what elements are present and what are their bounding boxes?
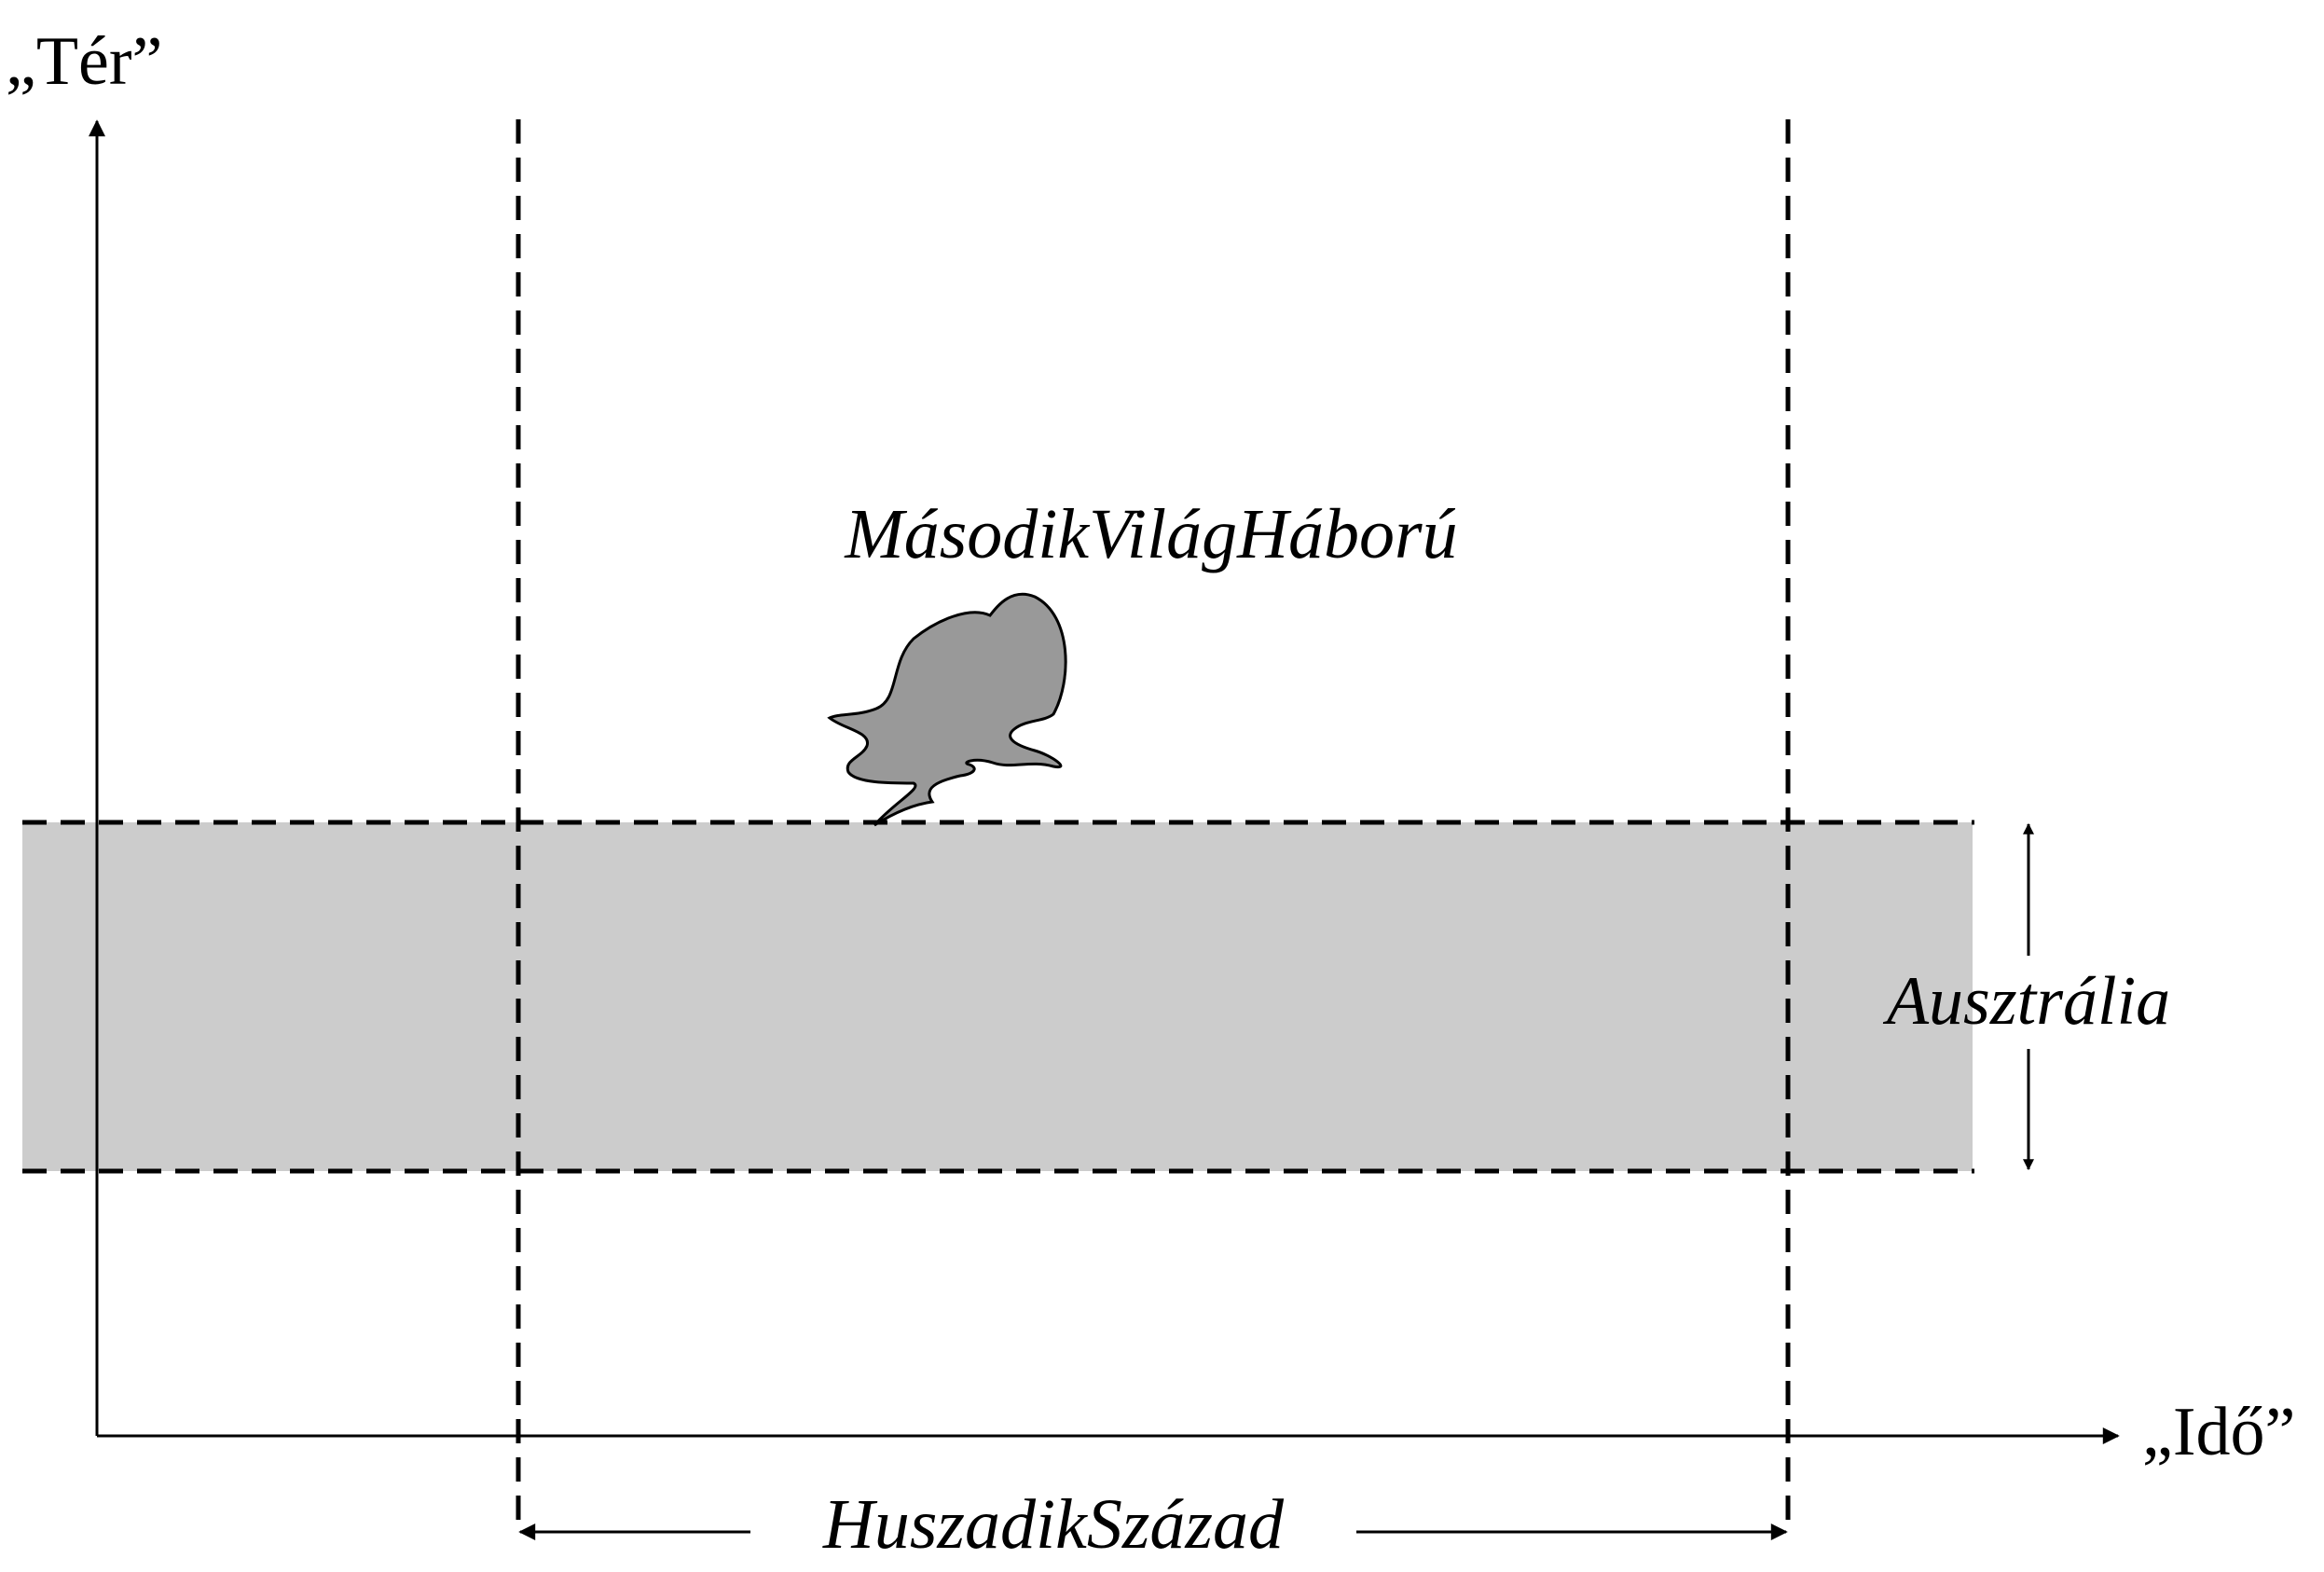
y-axis-label: „Tér”: [6, 23, 162, 100]
space-band-label: Ausztrália: [1882, 963, 2170, 1040]
time-band-label: HuszadikSzázad: [822, 1485, 1285, 1564]
x-axis-label: „Idő”: [2142, 1394, 2295, 1470]
event-label: MásodikVilágHáború: [844, 495, 1457, 573]
event-blob-upper: [827, 592, 1067, 827]
space-band-region: [22, 822, 1973, 1171]
